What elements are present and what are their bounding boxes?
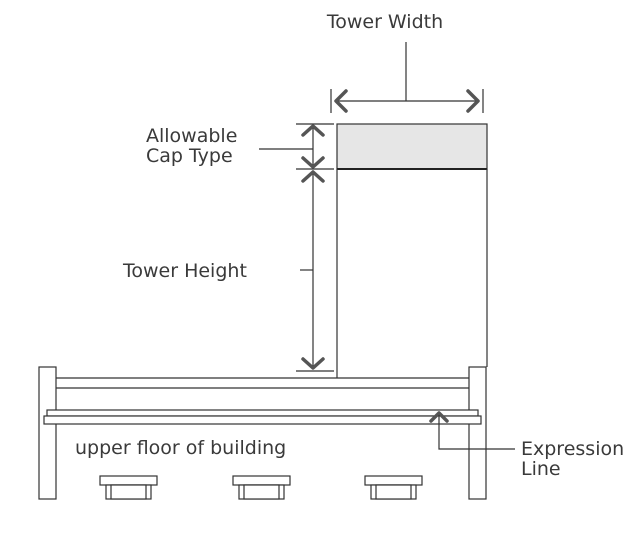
cap-arrow-down — [301, 156, 325, 169]
expression-band-upper — [46, 409, 479, 417]
width-arrow-right — [466, 89, 480, 113]
cap-arrow-up — [301, 124, 325, 137]
tower-height-label: Tower Height — [122, 260, 247, 282]
tower — [336, 123, 488, 378]
allowable-cap-label-line1: Allowable — [146, 125, 237, 147]
tower-cap — [336, 123, 488, 170]
width-arrow-left — [334, 89, 348, 113]
building — [38, 366, 487, 500]
height-arrow-down — [301, 357, 325, 370]
expression-line-callout — [429, 411, 515, 450]
window-3 — [364, 475, 423, 500]
expression-band-lower — [43, 415, 482, 425]
tower-height-dimension — [296, 170, 334, 372]
left-pilaster — [38, 366, 57, 500]
allowable-cap-label-line2: Cap Type — [146, 145, 233, 167]
right-pilaster — [468, 366, 487, 500]
expression-leader — [438, 415, 515, 450]
expression-arrow — [429, 411, 449, 423]
cap-type-dimension — [259, 123, 334, 170]
expression-line-label-line1: Expression — [521, 438, 624, 460]
expression-line-label-line2: Line — [521, 458, 561, 480]
tower-width-label: Tower Width — [326, 11, 443, 33]
window-1 — [99, 475, 158, 500]
height-arrow-up — [301, 170, 325, 183]
windows — [99, 475, 423, 500]
upper-floor-label: upper floor of building — [75, 437, 286, 459]
window-2 — [232, 475, 291, 500]
tower-width-dimension — [330, 42, 484, 113]
